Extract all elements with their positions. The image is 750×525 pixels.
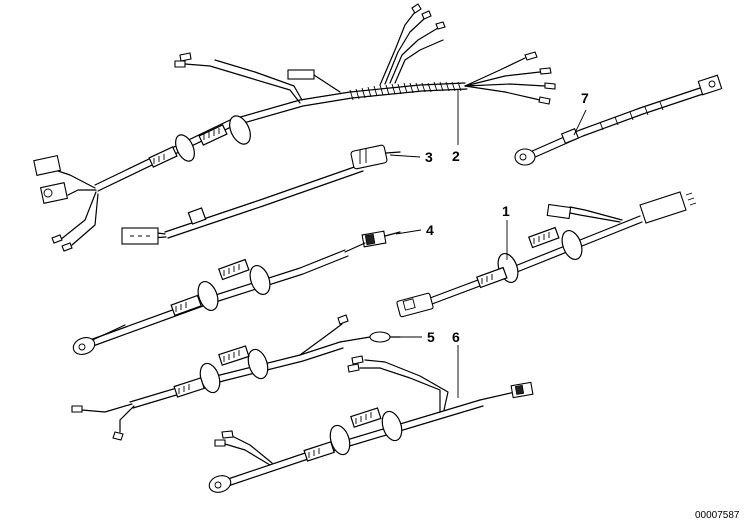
harness-2 <box>33 3 556 252</box>
callout-2: 2 <box>452 148 460 164</box>
harness-3 <box>121 144 401 245</box>
callout-6: 6 <box>452 329 460 345</box>
harness-1 <box>396 191 697 318</box>
harness-5 <box>71 314 401 441</box>
harness-6 <box>208 355 534 493</box>
document-id: 00007587 <box>695 510 740 521</box>
callout-4: 4 <box>426 222 434 238</box>
callout-1: 1 <box>502 203 510 219</box>
callout-5: 5 <box>427 329 435 345</box>
callout-7: 7 <box>581 90 589 106</box>
spiral-wrap <box>349 81 462 101</box>
harness-4 <box>72 230 401 355</box>
callout-3: 3 <box>425 149 433 165</box>
harness-7 <box>514 74 723 166</box>
leader-lines <box>389 90 587 398</box>
